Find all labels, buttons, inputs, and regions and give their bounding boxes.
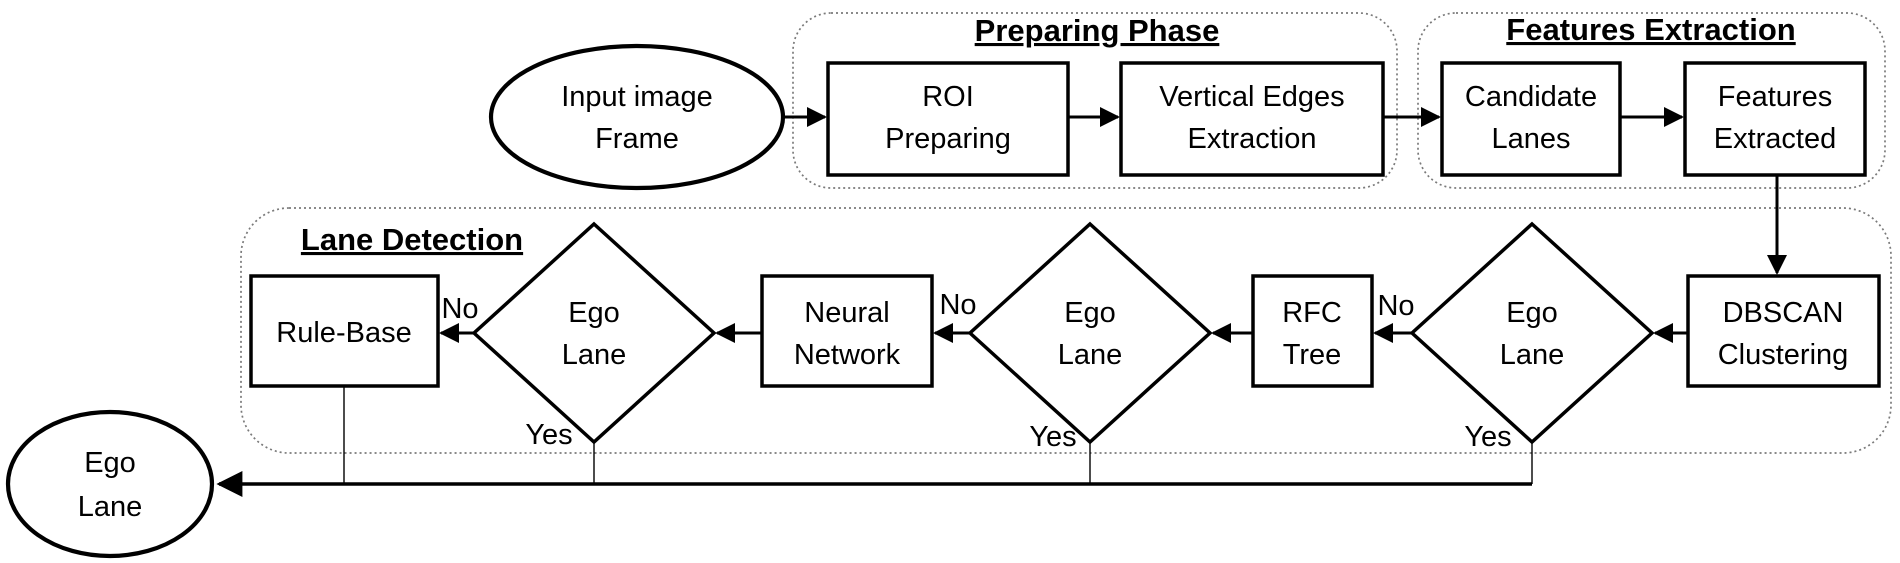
features-extracted-label-line2: Extracted bbox=[1714, 123, 1837, 155]
ego-lane-output-ellipse bbox=[5, 409, 215, 559]
ego-lane-check-2-diamond bbox=[967, 221, 1213, 445]
node-rule-base: Rule-Base bbox=[249, 274, 440, 388]
neural-network-box bbox=[760, 274, 934, 388]
yes-label-check-1: Yes bbox=[1464, 421, 1511, 453]
node-roi-preparing: ROI Preparing bbox=[826, 61, 1070, 177]
node-ego-lane-check-1: Ego Lane bbox=[1409, 221, 1655, 445]
lane-detection-container bbox=[240, 207, 1892, 454]
dbscan-clustering-box bbox=[1686, 274, 1881, 388]
roi-preparing-label-line1: ROI bbox=[922, 81, 974, 113]
rule-base-box bbox=[249, 274, 440, 388]
node-candidate-lanes: Candidate Lanes bbox=[1440, 61, 1622, 177]
input-image-frame-label-line1: Input image bbox=[561, 81, 713, 113]
features-extracted-label-line1: Features bbox=[1718, 81, 1832, 113]
ego-lane-check-3-label-line1: Ego bbox=[568, 297, 620, 329]
ego-lane-check-2-label-line1: Ego bbox=[1064, 297, 1116, 329]
rfc-tree-label-line1: RFC bbox=[1282, 297, 1342, 329]
candidate-lanes-box bbox=[1440, 61, 1622, 177]
no-label-check-2: No bbox=[939, 289, 976, 321]
candidate-lanes-label-line1: Candidate bbox=[1465, 81, 1597, 113]
node-rfc-tree: RFC Tree bbox=[1251, 274, 1374, 388]
ego-lane-check-3-diamond bbox=[471, 221, 717, 445]
features-extracted-box bbox=[1683, 61, 1867, 177]
neural-network-label-line2: Network bbox=[794, 339, 901, 371]
lane-detection-title: Lane Detection bbox=[301, 222, 523, 257]
preparing-phase-title: Preparing Phase bbox=[975, 13, 1220, 48]
input-image-frame-label-line2: Frame bbox=[595, 123, 679, 155]
features-extraction-container bbox=[1417, 12, 1886, 189]
dbscan-clustering-label-line2: Clustering bbox=[1718, 339, 1849, 371]
yes-label-check-2: Yes bbox=[1029, 421, 1076, 453]
no-label-check-3: No bbox=[441, 293, 478, 325]
rfc-tree-label-line2: Tree bbox=[1283, 339, 1342, 371]
candidate-lanes-label-line2: Lanes bbox=[1491, 123, 1570, 155]
no-label-check-1: No bbox=[1377, 290, 1414, 322]
node-neural-network: Neural Network bbox=[760, 274, 934, 388]
node-ego-lane-check-3: Ego Lane bbox=[471, 221, 717, 445]
ego-lane-check-3-label-line2: Lane bbox=[562, 339, 627, 371]
vertical-edges-extraction-label-line2: Extraction bbox=[1188, 123, 1317, 155]
rule-base-label: Rule-Base bbox=[276, 317, 411, 349]
roi-preparing-box bbox=[826, 61, 1070, 177]
node-vertical-edges-extraction: Vertical Edges Extraction bbox=[1119, 61, 1385, 177]
ego-lane-check-1-label-line1: Ego bbox=[1506, 297, 1558, 329]
ego-lane-output-label-line2: Lane bbox=[78, 491, 143, 523]
preparing-phase-container bbox=[792, 12, 1398, 189]
node-input-image-frame: Input image Frame bbox=[488, 43, 786, 191]
neural-network-label-line1: Neural bbox=[804, 297, 889, 329]
features-extraction-title: Features Extraction bbox=[1506, 12, 1795, 47]
ego-lane-check-2-label-line2: Lane bbox=[1058, 339, 1123, 371]
input-image-frame-ellipse bbox=[488, 43, 786, 191]
node-features-extracted: Features Extracted bbox=[1683, 61, 1867, 177]
roi-preparing-label-line2: Preparing bbox=[885, 123, 1011, 155]
yes-label-check-3: Yes bbox=[525, 419, 572, 451]
node-ego-lane-output: Ego Lane bbox=[5, 409, 215, 559]
dbscan-clustering-label-line1: DBSCAN bbox=[1723, 297, 1844, 329]
vertical-edges-extraction-label-line1: Vertical Edges bbox=[1159, 81, 1344, 113]
node-dbscan-clustering: DBSCAN Clustering bbox=[1686, 274, 1881, 388]
ego-lane-output-label-line1: Ego bbox=[84, 447, 136, 479]
rfc-tree-box bbox=[1251, 274, 1374, 388]
vertical-edges-extraction-box bbox=[1119, 61, 1385, 177]
node-ego-lane-check-2: Ego Lane bbox=[967, 221, 1213, 445]
ego-lane-check-1-diamond bbox=[1409, 221, 1655, 445]
ego-lane-check-1-label-line2: Lane bbox=[1500, 339, 1565, 371]
